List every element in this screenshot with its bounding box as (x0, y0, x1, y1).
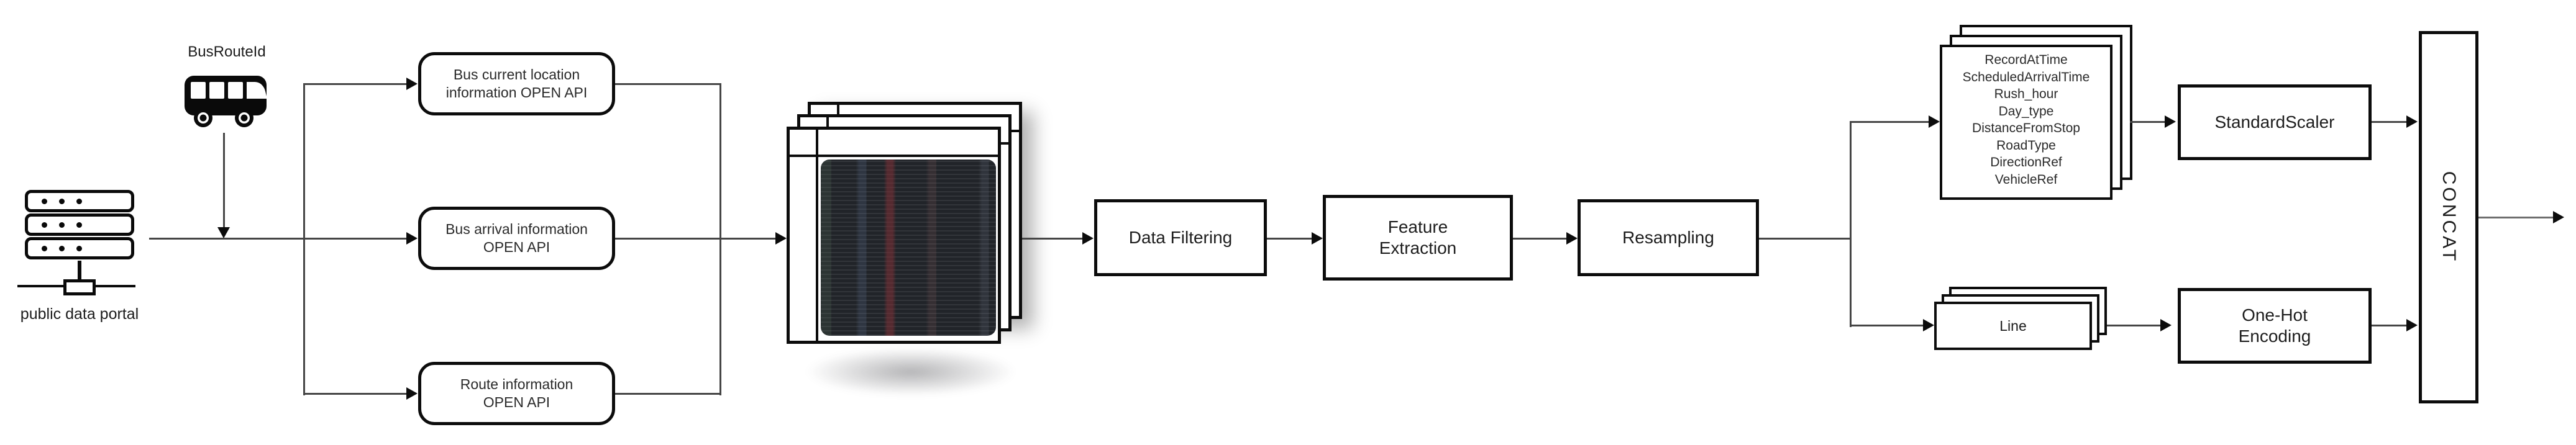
connector-line (2107, 325, 2160, 326)
arrow-right-icon (1312, 232, 1323, 245)
arrow-right-icon (2553, 211, 2564, 223)
one-hot-encoding-label: One-Hot Encoding (2238, 305, 2311, 346)
branch-line (303, 83, 305, 395)
split-line (1850, 121, 1852, 327)
standard-scaler-box: StandardScaler (2178, 84, 2372, 160)
arrow-right-icon (2165, 115, 2176, 128)
api-box-current-location: Bus current location information OPEN AP… (418, 52, 615, 115)
server-led-dot (59, 222, 65, 228)
api-box-label: Route information OPEN API (460, 376, 573, 410)
connector-line (223, 133, 225, 227)
data-filtering-label: Data Filtering (1128, 228, 1233, 247)
dataset-stack-shadow (805, 348, 1016, 396)
numeric-feature-sheet-front: RecordAtTime ScheduledArrivalTime Rush_h… (1940, 45, 2112, 200)
arrow-right-icon (1082, 232, 1094, 245)
arrow-right-icon (775, 232, 787, 245)
arrow-right-icon (1566, 232, 1578, 245)
numeric-feature-list: RecordAtTime ScheduledArrivalTime Rush_h… (1962, 53, 2090, 187)
server-led-dot (59, 246, 65, 251)
resampling-box: Resampling (1578, 199, 1759, 276)
server-led-dot (42, 246, 47, 251)
portal-label: public data portal (20, 305, 139, 323)
connector-line (2372, 121, 2406, 123)
arrow-right-icon (1923, 319, 1934, 331)
bus-icon (185, 76, 267, 127)
server-led-dot (76, 199, 82, 204)
connector-line (615, 238, 721, 240)
one-hot-encoding-box: One-Hot Encoding (2178, 288, 2372, 364)
connector-line (1513, 238, 1566, 240)
standard-scaler-label: StandardScaler (2214, 112, 2335, 132)
resampling-label: Resampling (1622, 228, 1714, 247)
api-box-route-info: Route information OPEN API (418, 362, 615, 425)
server-rack-row (25, 237, 134, 259)
bus-route-id-label: BusRouteId (188, 43, 266, 60)
connector-line (719, 238, 775, 240)
server-led-dot (76, 222, 82, 228)
api-box-label: Bus current location information OPEN AP… (445, 66, 588, 101)
arrow-right-icon (406, 232, 418, 245)
connector-line (1850, 121, 1929, 123)
connector-line (615, 83, 721, 85)
connector-line (615, 393, 721, 395)
connector-line (1850, 325, 1923, 326)
server-led-dot (42, 199, 47, 204)
connector-line (2372, 325, 2406, 326)
api-box-arrival-info: Bus arrival information OPEN API (418, 207, 615, 270)
output-line (2478, 217, 2553, 218)
concat-box: CONCAT (2419, 31, 2478, 403)
arrow-down-icon (217, 227, 230, 238)
connector-line (2130, 121, 2165, 123)
dataset-frame-front (787, 127, 1001, 344)
server-network-node (63, 279, 96, 295)
server-icon (25, 186, 134, 298)
arrow-right-icon (2406, 319, 2418, 331)
server-led-dot (76, 246, 82, 251)
connector-line (149, 238, 406, 240)
server-rack-row (25, 190, 134, 212)
line-feature-sheet-front: Line (1934, 302, 2092, 350)
connector-line (1759, 238, 1852, 240)
connector-line (1267, 238, 1312, 240)
arrow-right-icon (2406, 115, 2418, 128)
server-rack-row (25, 214, 134, 236)
frame-side-line (816, 130, 818, 341)
connector-line (303, 83, 406, 85)
arrow-right-icon (1929, 115, 1940, 128)
data-filtering-box: Data Filtering (1094, 199, 1267, 276)
arrow-right-icon (2160, 319, 2172, 331)
arrow-right-icon (406, 78, 418, 90)
feature-extraction-box: Feature Extraction (1323, 195, 1513, 281)
server-led-dot (59, 199, 65, 204)
line-feature-label: Line (1999, 317, 2027, 334)
feature-extraction-label: Feature Extraction (1379, 217, 1457, 258)
server-stem (78, 261, 81, 281)
frame-header-line (790, 155, 998, 157)
connector-line (303, 393, 406, 395)
api-box-label: Bus arrival information OPEN API (445, 221, 588, 255)
arrow-right-icon (406, 387, 418, 400)
connector-line (1022, 238, 1082, 240)
concat-label: CONCAT (2439, 171, 2460, 264)
raw-data-table-image (821, 160, 996, 336)
server-led-dot (42, 222, 47, 228)
